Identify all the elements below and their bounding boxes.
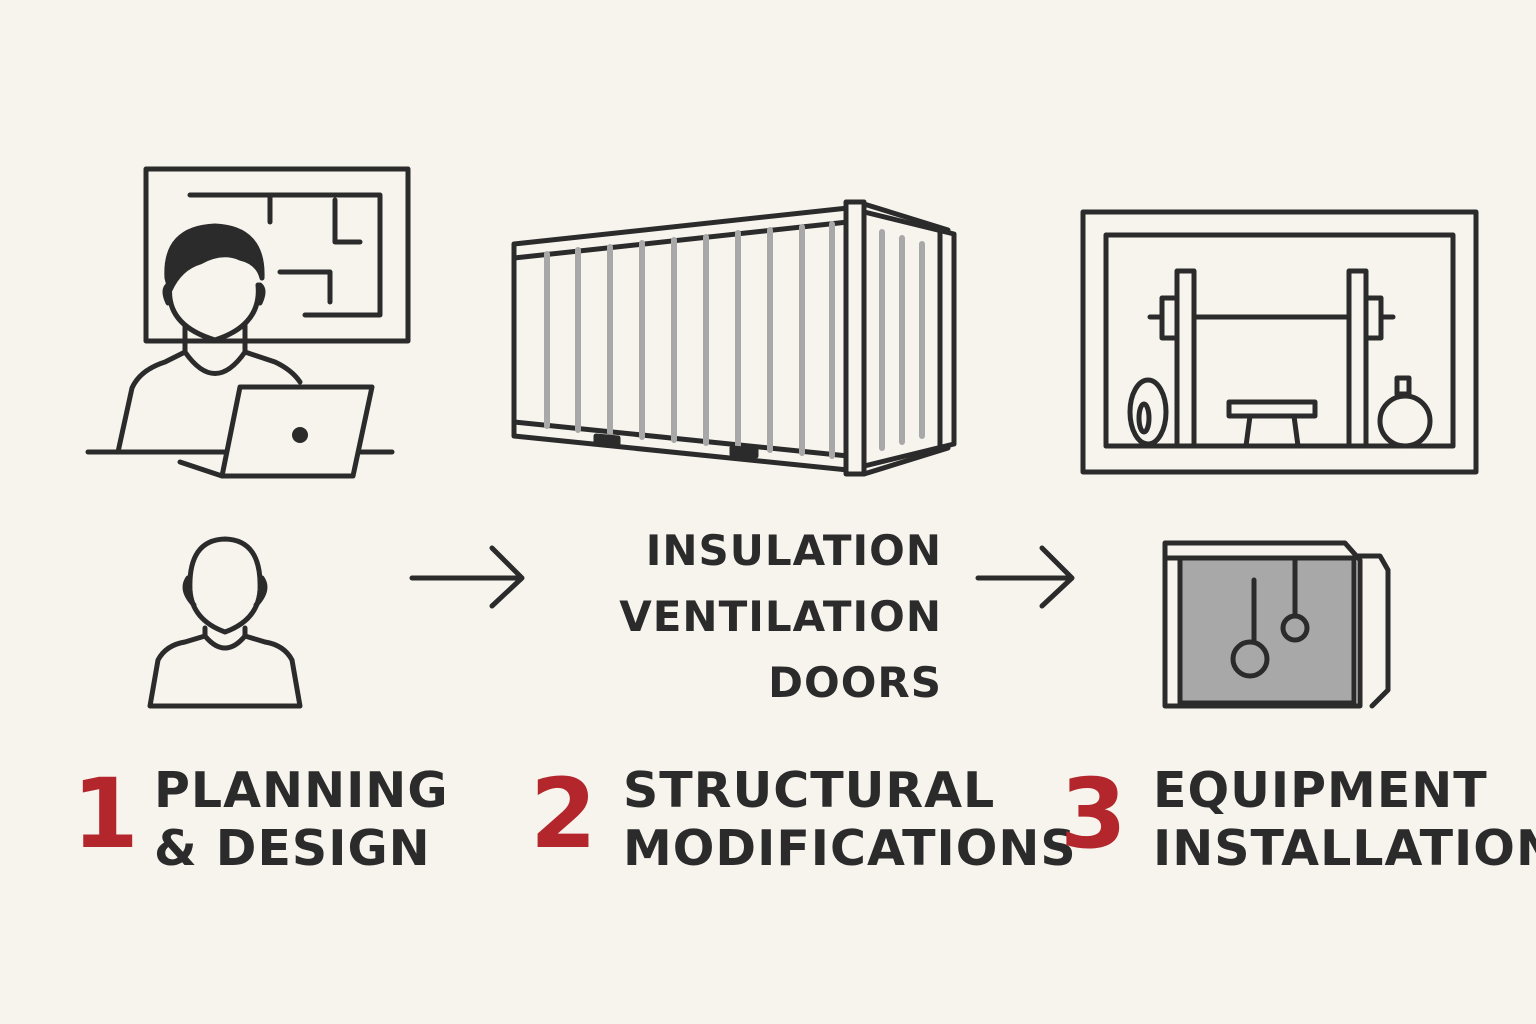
step-number-3: 3 bbox=[1060, 758, 1127, 870]
modification-insulation: INSULATION bbox=[645, 526, 942, 575]
step-label-line: STRUCTURAL bbox=[623, 762, 996, 819]
modification-list: INSULATION VENTILATION DOORS bbox=[619, 518, 942, 716]
step-label-equipment: EQUIPMENT INSTALLATION bbox=[1153, 762, 1536, 878]
designer-laptop-icon bbox=[85, 223, 395, 479]
arrow-right-icon bbox=[409, 545, 525, 609]
shipping-container-icon bbox=[511, 199, 957, 477]
step-label-line: & DESIGN bbox=[154, 820, 431, 877]
step-number-1: 1 bbox=[72, 758, 139, 870]
step-label-structural: STRUCTURAL MODIFICATIONS bbox=[623, 762, 1077, 878]
modification-ventilation: VENTILATION bbox=[619, 592, 942, 641]
container-gym-icon bbox=[1162, 540, 1391, 709]
step-label-line: INSTALLATION bbox=[1153, 820, 1536, 877]
step-label-line: PLANNING bbox=[154, 762, 449, 819]
client-person-icon bbox=[147, 536, 303, 709]
step-number-2: 2 bbox=[530, 758, 597, 870]
modification-doors: DOORS bbox=[768, 658, 942, 707]
floor-plan-icon bbox=[143, 166, 411, 344]
gym-layout-icon bbox=[1080, 209, 1479, 475]
step-label-line: EQUIPMENT bbox=[1153, 762, 1488, 819]
step-label-line: MODIFICATIONS bbox=[623, 820, 1077, 877]
step-label-planning: PLANNING & DESIGN bbox=[154, 762, 449, 878]
arrow-right-icon bbox=[975, 545, 1075, 609]
